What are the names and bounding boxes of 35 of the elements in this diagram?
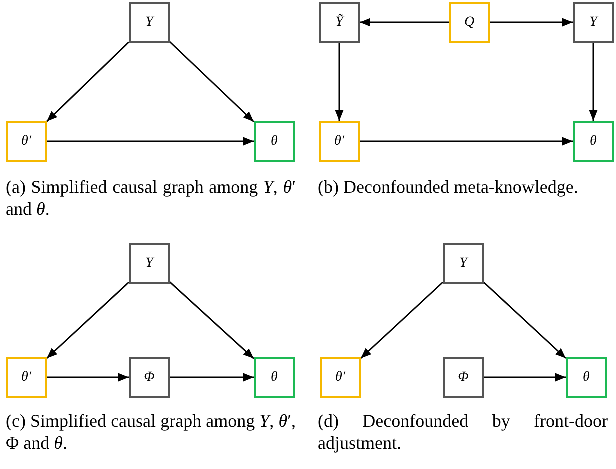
variable-box: Y bbox=[129, 2, 170, 43]
arrow bbox=[484, 373, 566, 382]
variable-box: θ′ bbox=[319, 121, 360, 162]
variable-box: θ′ bbox=[320, 357, 361, 398]
arrow bbox=[589, 43, 598, 121]
variable-box: Q bbox=[449, 2, 490, 43]
variable-box: θ bbox=[573, 121, 614, 162]
subfigure-caption: (a) Simplified causal graph among Y, θ′ and θ. bbox=[6, 176, 296, 220]
variable-box: Ỹ bbox=[319, 2, 360, 43]
arrow bbox=[360, 18, 449, 27]
arrow bbox=[490, 18, 573, 27]
arrow bbox=[484, 282, 566, 360]
arrow bbox=[47, 373, 129, 382]
variable-box: θ′ bbox=[6, 357, 47, 398]
variable-box: Y bbox=[443, 243, 484, 284]
variable-box: θ bbox=[254, 357, 295, 398]
subfigure-caption: (d) Deconfounded by front-door adjustment. bbox=[318, 410, 608, 454]
variable-box: Φ bbox=[129, 357, 170, 398]
variable-box: θ′ bbox=[6, 121, 47, 162]
arrow bbox=[360, 282, 444, 360]
arrow bbox=[47, 137, 254, 146]
subfigure-caption: (b) Deconfounded meta-knowledge. bbox=[318, 176, 580, 198]
variable-box: Y bbox=[129, 243, 170, 284]
arrow bbox=[335, 43, 344, 121]
arrow bbox=[360, 137, 573, 146]
variable-box: Φ bbox=[443, 357, 484, 398]
subfigure-caption: (c) Simplified causal graph among Y, θ′, Φ and θ. bbox=[6, 410, 296, 454]
arrow bbox=[169, 41, 255, 123]
arrow bbox=[46, 42, 130, 122]
arrow bbox=[170, 282, 254, 360]
variable-box: θ bbox=[254, 121, 295, 162]
arrow bbox=[46, 282, 130, 360]
variable-box: θ bbox=[566, 357, 607, 398]
variable-box: Y bbox=[573, 2, 614, 43]
arrow bbox=[170, 373, 254, 382]
